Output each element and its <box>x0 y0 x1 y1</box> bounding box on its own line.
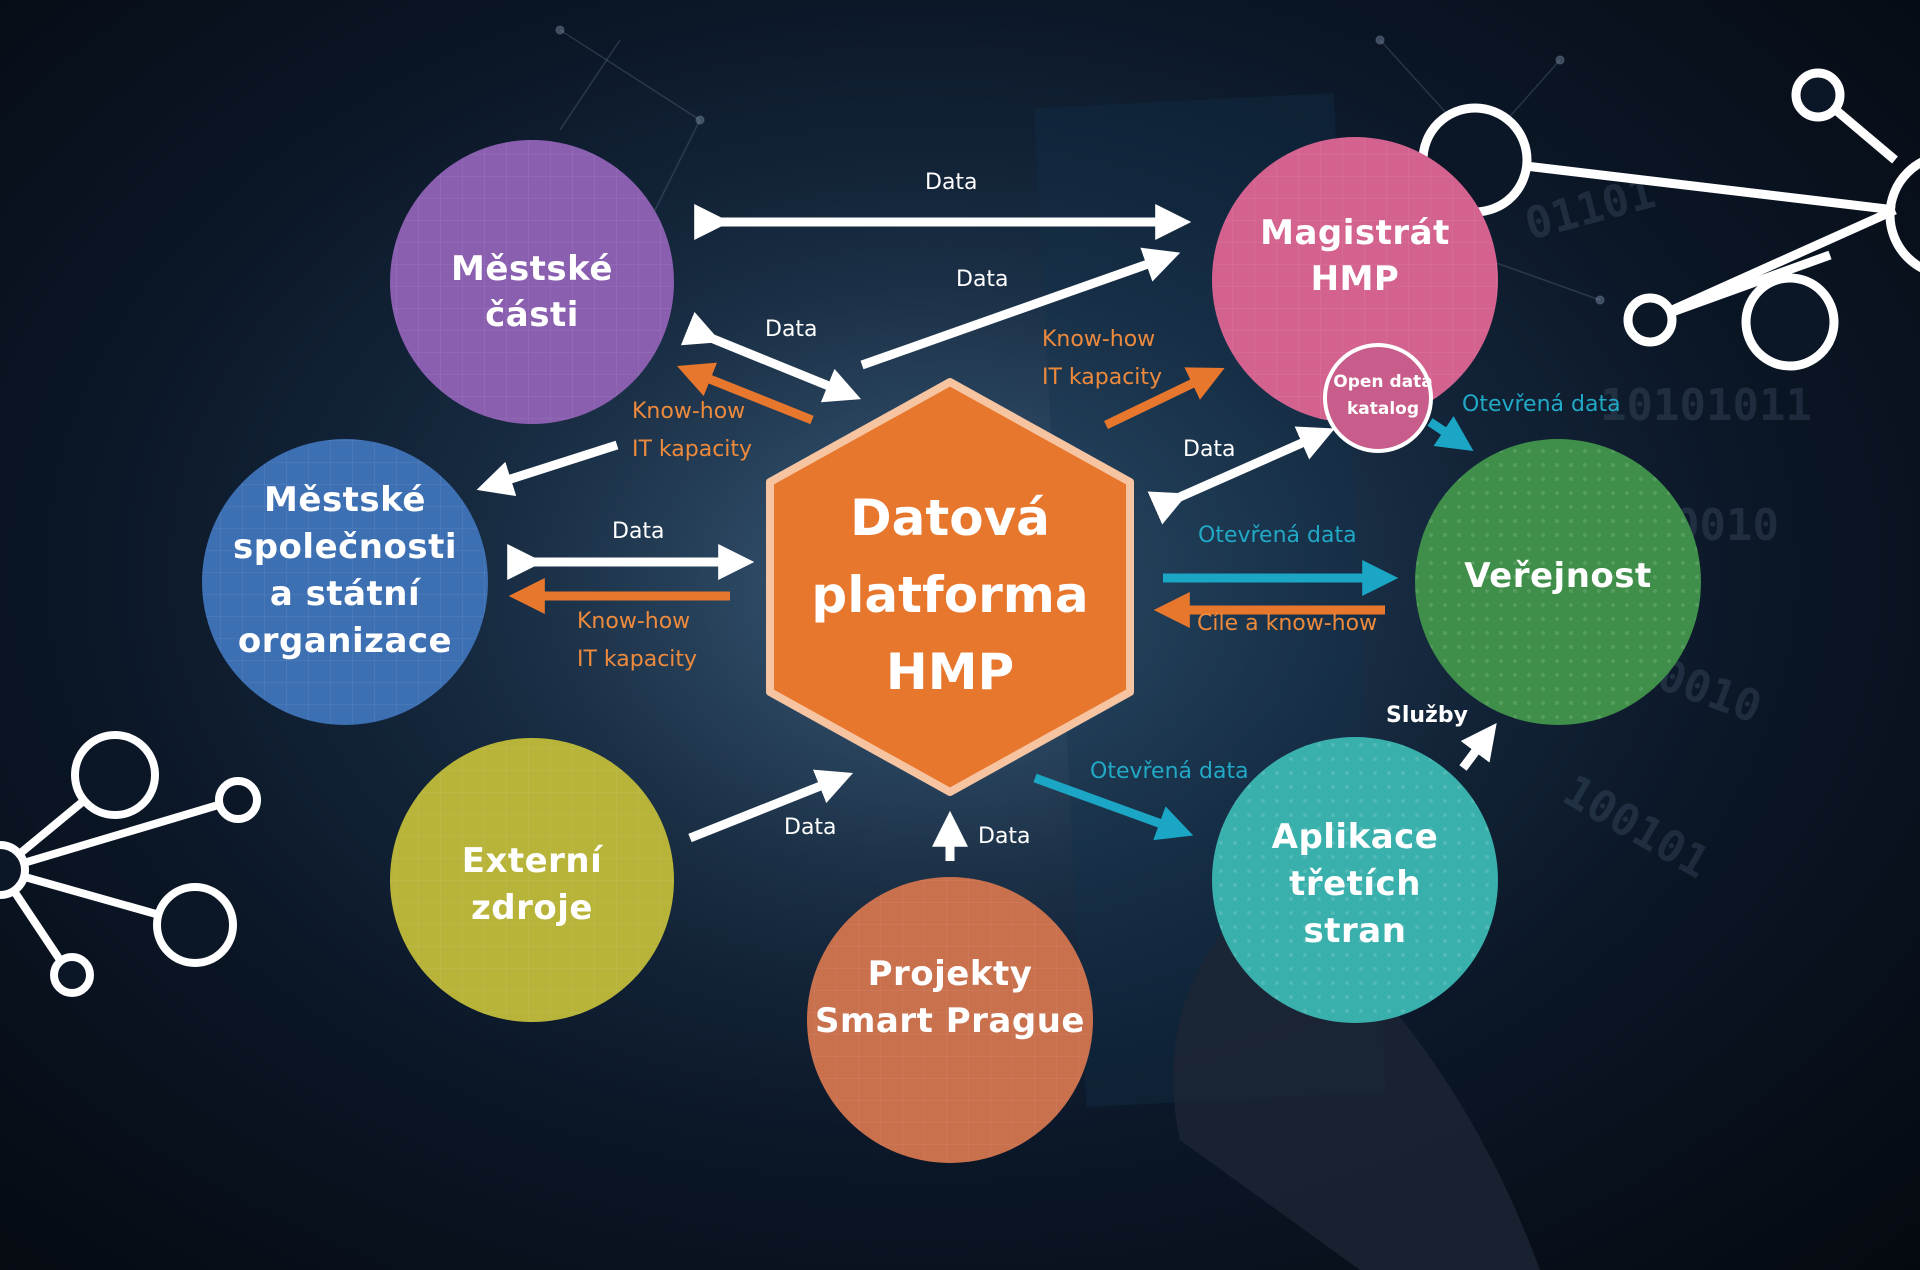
label-spolecnosti-data: Data <box>612 519 665 544</box>
hub-datova-platforma[interactable]: Datová platforma HMP <box>766 378 1134 796</box>
node-mestske-casti[interactable]: Městské části <box>390 140 674 424</box>
label-verejnost-cile: Cíle a know-how <box>1197 611 1377 636</box>
arrow-to-spolecnosti <box>476 440 619 497</box>
node-externi-zdroje-line-1: Externí <box>462 841 604 881</box>
node-aplikace-line-1: Aplikace <box>1272 817 1439 857</box>
network-icon-top-right <box>1418 68 1920 371</box>
label-externi-data: Data <box>784 815 837 840</box>
label-hub-magistrat-data: Data <box>956 267 1009 292</box>
node-verejnost[interactable]: Veřejnost <box>1415 439 1701 725</box>
node-projekty-line-2: Smart Prague <box>815 1001 1085 1041</box>
label-spolecnosti-knowhow: Know-how <box>577 609 690 634</box>
svg-text:10101011: 10101011 <box>1600 380 1812 431</box>
hub-line-2: platforma <box>811 566 1088 624</box>
label-spolecnosti-itkap: IT kapacity <box>577 647 697 672</box>
node-externi-zdroje[interactable]: Externí zdroje <box>390 738 674 1022</box>
arrow-catalog-data <box>1147 426 1335 525</box>
arrow-sluzby <box>1459 723 1497 771</box>
label-verejnost-open: Otevřená data <box>1198 523 1357 548</box>
node-mestske-spolecnosti-line-1: Městské <box>264 480 426 520</box>
edge-labels: Data Data Data Know-how IT kapacity Know… <box>577 170 1621 849</box>
label-catalog-open: Otevřená data <box>1462 392 1621 417</box>
arrow-aplikace-open <box>1033 773 1194 841</box>
label-projekty-data: Data <box>978 824 1031 849</box>
open-data-catalog-line-2: katalog <box>1347 399 1419 419</box>
label-casti-itkap: IT kapacity <box>632 437 752 462</box>
node-externi-zdroje-line-2: zdroje <box>471 888 593 928</box>
open-data-catalog[interactable]: Open data katalog <box>1323 343 1433 453</box>
open-data-catalog-line-1: Open data <box>1333 372 1432 392</box>
label-catalog-data: Data <box>1183 437 1236 462</box>
node-mestske-casti-line-1: Městské <box>451 249 613 289</box>
node-magistrat[interactable]: Magistrát HMP <box>1212 137 1498 423</box>
label-hub-casti-data: Data <box>765 317 818 342</box>
hub-line-3: HMP <box>886 643 1014 701</box>
arrow-externi-data <box>688 769 854 843</box>
arrow-hub-casti-data <box>680 311 862 403</box>
label-magistrat-knowhow: Know-how <box>1042 327 1155 352</box>
node-projekty[interactable]: Projekty Smart Prague <box>807 877 1093 1163</box>
node-aplikace-line-3: stran <box>1304 911 1407 951</box>
arrow-catalog-verejnost <box>1427 416 1474 451</box>
node-aplikace[interactable]: Aplikace třetích stran <box>1212 737 1498 1023</box>
node-projekty-line-1: Projekty <box>868 954 1033 994</box>
node-mestske-spolecnosti-line-4: organizace <box>238 621 452 661</box>
label-casti-knowhow: Know-how <box>632 399 745 424</box>
label-sluzby: Služby <box>1386 703 1468 728</box>
arrow-hub-magistrat <box>860 247 1181 370</box>
node-mestske-spolecnosti-line-3: a státní <box>270 574 422 614</box>
svg-text:100101: 100101 <box>1555 765 1718 889</box>
network-icon-bottom-left <box>0 731 261 997</box>
node-aplikace-line-2: třetích <box>1289 864 1421 904</box>
arrow-casti-knowhow <box>676 362 814 425</box>
node-verejnost-line-1: Veřejnost <box>1464 556 1652 596</box>
node-mestske-spolecnosti[interactable]: Městské společnosti a státní organizace <box>202 439 488 725</box>
node-magistrat-line-1: Magistrát <box>1260 213 1450 253</box>
node-magistrat-line-2: HMP <box>1311 259 1400 299</box>
node-mestske-spolecnosti-line-2: společnosti <box>233 527 457 567</box>
node-mestske-casti-line-2: části <box>485 295 579 335</box>
label-aplikace-open: Otevřená data <box>1090 759 1249 784</box>
label-magistrat-itkap: IT kapacity <box>1042 365 1162 390</box>
label-top-data: Data <box>925 170 978 195</box>
arrows <box>476 204 1497 861</box>
arrow-magistrat-knowhow <box>1104 367 1225 430</box>
hub-line-1: Datová <box>850 489 1050 547</box>
